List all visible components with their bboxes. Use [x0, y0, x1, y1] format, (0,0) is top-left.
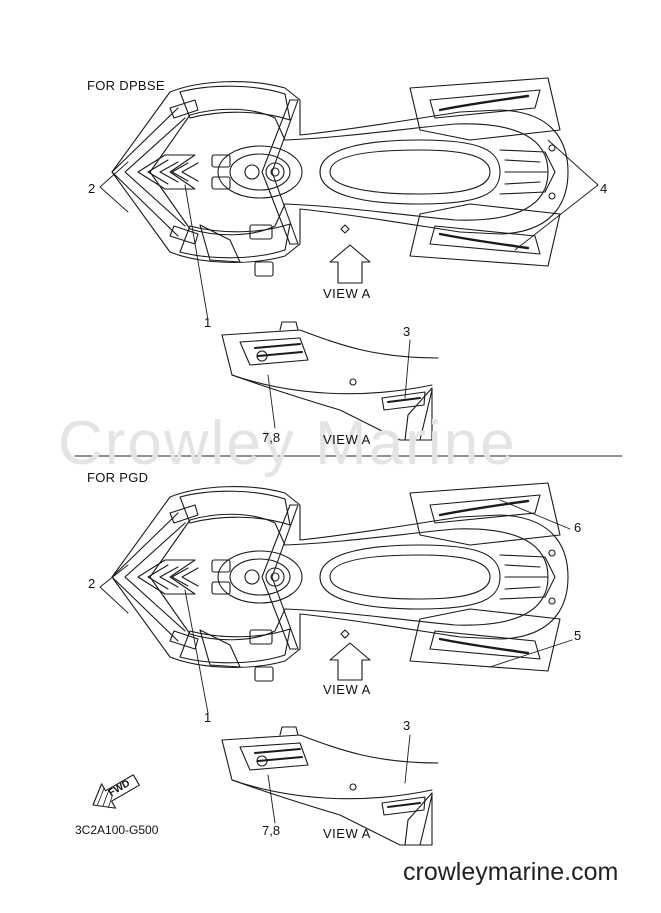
callout-3: 3 — [403, 718, 411, 733]
site-link[interactable]: crowleymarine.com — [403, 858, 619, 886]
watermark: Crowley Marine — [58, 409, 517, 478]
callout-2: 2 — [88, 181, 96, 196]
side-view-a-label: VIEW A — [323, 432, 371, 447]
callout-3: 3 — [403, 324, 411, 339]
view-a-label: VIEW A — [323, 682, 371, 697]
callout-6: 6 — [574, 520, 582, 535]
section-title-dpbse: FOR DPBSE — [87, 78, 165, 93]
callout-7-8: 7,8 — [262, 430, 281, 445]
callout-4: 4 — [600, 181, 608, 196]
callout-2: 2 — [88, 576, 96, 591]
callout-1: 1 — [204, 710, 212, 725]
section-title-pgd: FOR PGD — [87, 470, 149, 485]
callout-5: 5 — [574, 628, 582, 643]
diagram-code: 3C2A100-G500 — [75, 823, 159, 837]
callout-7-8: 7,8 — [262, 823, 281, 838]
side-view-a-label: VIEW A — [323, 826, 371, 841]
fwd-arrow — [92, 774, 140, 809]
view-a-label: VIEW A — [323, 286, 371, 301]
callout-1: 1 — [204, 315, 212, 330]
